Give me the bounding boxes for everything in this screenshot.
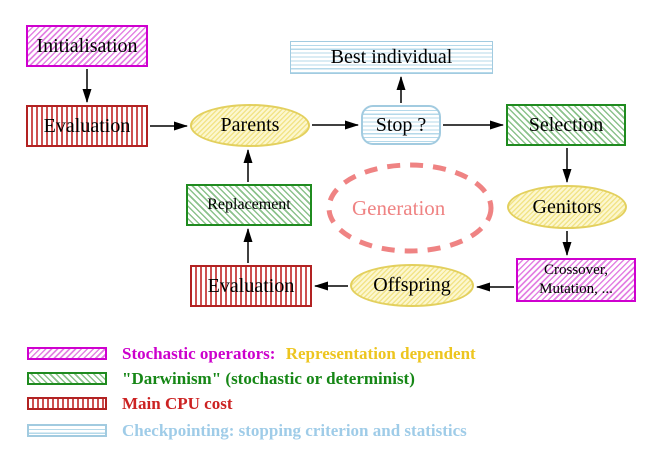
legend-swatch-main-cpu-cost xyxy=(27,397,107,410)
legend-label-stochastic-operators: Stochastic operators: xyxy=(122,344,276,363)
node-replacement: Replacement xyxy=(186,184,312,226)
node-best-individual: Best individual xyxy=(290,41,493,74)
node-parents: Parents xyxy=(190,104,310,147)
node-stop: Stop ? xyxy=(361,105,441,145)
node-offspring: Offspring xyxy=(350,264,474,307)
legend-label-representation-dependent: Representation dependent xyxy=(285,344,476,363)
node-selection: Selection xyxy=(506,104,626,146)
legend-label-main-cpu-cost: Main CPU cost xyxy=(122,394,233,413)
node-genitors: Genitors xyxy=(507,185,627,229)
legend-label-checkpointing: Checkpointing: stopping criterion and st… xyxy=(122,421,467,440)
crossover-line2: Mutation, ... xyxy=(539,281,613,297)
node-evaluation-bottom: Evaluation xyxy=(190,265,312,307)
generation-ellipse xyxy=(326,162,494,254)
node-initialisation: Initialisation xyxy=(26,25,148,67)
generation-label: Generation xyxy=(352,196,446,220)
node-crossover-mutation: Crossover, Mutation, ... xyxy=(516,258,636,302)
legend-label-darwinism: "Darwinism" (stochastic or determinist) xyxy=(122,369,415,388)
node-evaluation-top: Evaluation xyxy=(26,105,148,147)
crossover-line1: Crossover, xyxy=(544,262,608,279)
legend-swatch-darwinism xyxy=(27,372,107,385)
legend-swatch-stochastic-operators xyxy=(27,347,107,360)
legend-swatch-checkpointing xyxy=(27,424,107,437)
